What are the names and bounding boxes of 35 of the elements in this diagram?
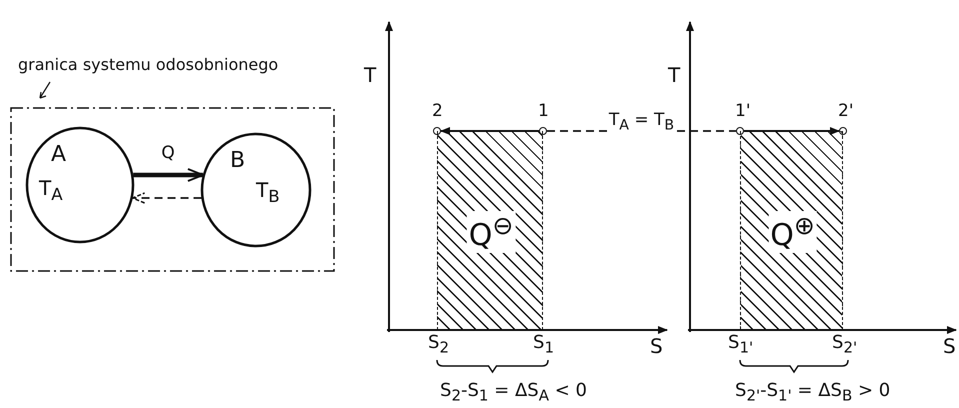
point-label: 1	[538, 103, 549, 120]
tick-label: S$_{2}$	[428, 334, 449, 356]
tick-label: S$_{1}$	[533, 334, 554, 356]
point-label: 1'	[735, 103, 750, 120]
arrow	[440, 127, 539, 135]
point-marker	[839, 127, 847, 135]
axis-label: S	[943, 336, 956, 356]
tick-label: S$_{2'}$	[832, 334, 858, 356]
point-marker	[433, 127, 441, 135]
edge-label: T$_{A}$ = T$_{B}$	[608, 112, 674, 133]
tick-label: S$_{1'}$	[728, 334, 754, 356]
heat-label: Q$^{⊕}$	[768, 211, 817, 253]
entropy-equation: S$_{2}$-S$_{1}$ = ΔS$_{A}$ < 0	[440, 382, 587, 404]
body-outline	[25, 126, 135, 244]
axis-label: T	[668, 65, 680, 85]
axis-label: T	[364, 65, 376, 85]
hatched-area	[437, 131, 543, 330]
heat-label: Q$^{⊖}$	[466, 211, 516, 253]
temperature-label: T$_{B}$	[256, 180, 280, 206]
edge-label: Q	[161, 145, 175, 162]
axis-label: S	[650, 336, 663, 356]
entropy-equation: S$_{2'}$-S$_{1'}$ = ΔS$_{B}$ > 0	[735, 382, 890, 404]
point-label: 2	[432, 103, 443, 120]
body-name: A	[51, 144, 66, 166]
boundary-heading: granica systemu odosobnionego	[18, 57, 278, 73]
arrow	[132, 192, 202, 204]
temperature-label: T$_{A}$	[39, 178, 63, 204]
point-marker	[539, 127, 547, 135]
arrow	[133, 168, 204, 182]
point-marker	[736, 127, 744, 135]
body-outline	[200, 132, 312, 248]
body-name: B	[230, 150, 246, 172]
hatched-area	[740, 131, 843, 330]
arrow	[744, 127, 840, 135]
point-label: 2'	[838, 103, 854, 120]
